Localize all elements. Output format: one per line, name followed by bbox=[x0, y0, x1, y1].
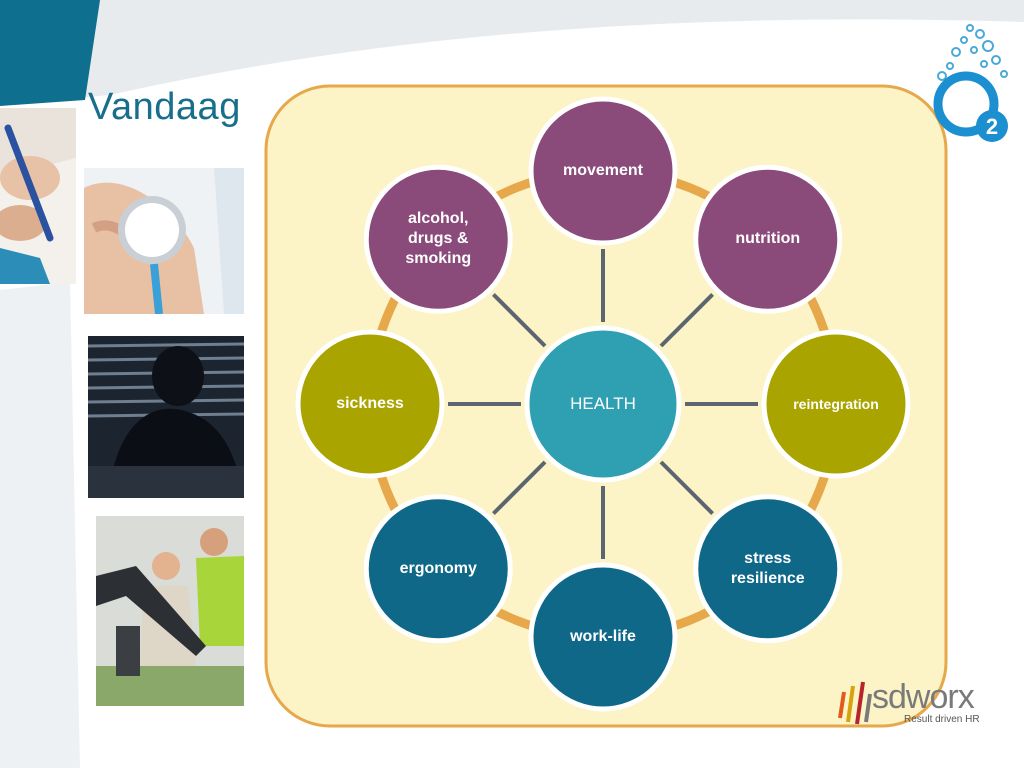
node-alcohol bbox=[363, 164, 513, 314]
sdworx-logo: sdworx Result driven HR bbox=[832, 678, 992, 728]
treadmill-photo bbox=[96, 516, 244, 706]
node-movement bbox=[528, 96, 678, 246]
o2-logo-icon: 2 bbox=[933, 24, 1008, 142]
node-reintegration bbox=[761, 329, 911, 479]
node-label-ergonomy: ergonomy bbox=[399, 559, 477, 577]
node-label-alcohol: alcohol, drugs & smoking bbox=[405, 210, 472, 268]
node-stress bbox=[693, 494, 843, 644]
node-work-life bbox=[528, 562, 678, 712]
node-label-movement: movement bbox=[562, 162, 644, 179]
sdworx-tagline: Result driven HR bbox=[904, 714, 980, 725]
center-node-circle bbox=[524, 325, 682, 483]
node-label-sickness: sickness bbox=[336, 395, 404, 412]
node-ergonomy bbox=[363, 494, 513, 644]
spokes bbox=[448, 249, 758, 559]
diagram-nodes bbox=[295, 96, 911, 712]
svg-text:2: 2 bbox=[986, 114, 998, 139]
writing-hand-photo bbox=[0, 108, 76, 284]
spoke-ergonomy bbox=[491, 460, 547, 516]
slide-title: Vandaag bbox=[88, 86, 241, 128]
node-label-reintegration: reintegration bbox=[793, 396, 879, 412]
sdworx-mark-icon bbox=[838, 681, 872, 725]
center-node-label: HEALTH bbox=[570, 394, 636, 413]
node-nutrition bbox=[693, 164, 843, 314]
node-label-nutrition: nutrition bbox=[735, 230, 801, 248]
spoke-nutrition bbox=[659, 292, 715, 348]
node-sickness bbox=[295, 329, 445, 479]
center-node bbox=[524, 325, 682, 483]
spoke-stress bbox=[659, 460, 715, 516]
stethoscope-photo bbox=[84, 168, 244, 314]
stressed-person-photo bbox=[88, 336, 244, 498]
sdworx-wordmark: sdworx bbox=[872, 678, 975, 716]
node-label-stress: stress resilience bbox=[730, 549, 805, 587]
node-label-work-life: work-life bbox=[570, 628, 636, 645]
spoke-alcohol bbox=[491, 292, 547, 348]
